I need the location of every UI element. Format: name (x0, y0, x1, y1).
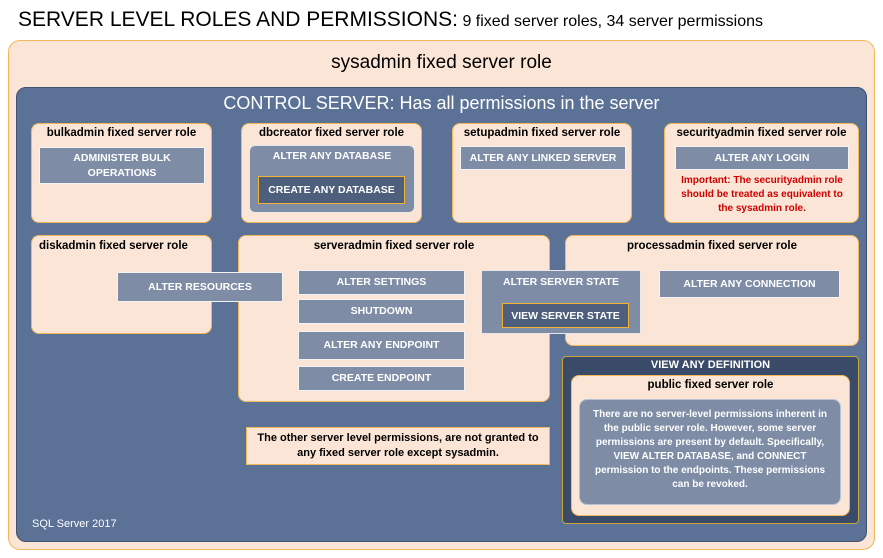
permission-alter-settings: ALTER SETTINGS (298, 270, 465, 295)
page-title: SERVER LEVEL ROLES AND PERMISSIONS: 9 fi… (18, 8, 763, 32)
diskadmin-role-title: diskadmin fixed server role (39, 240, 188, 252)
public-role-title: public fixed server role (647, 379, 774, 391)
permission-alter-any-connection: ALTER ANY CONNECTION (659, 270, 840, 298)
view-any-definition-label: VIEW ANY DEFINITION (650, 359, 771, 371)
permission-alter-resources: ALTER RESOURCES (117, 272, 283, 302)
other-permissions-note: The other server level permissions, are … (246, 427, 550, 465)
permission-shutdown: SHUTDOWN (298, 299, 465, 324)
title-main: SERVER LEVEL ROLES AND PERMISSIONS: (18, 8, 458, 31)
securityadmin-warning-note: Important: The securityadmin role should… (681, 175, 843, 214)
serveradmin-role-title: serveradmin fixed server role (313, 240, 475, 252)
control-server-label: CONTROL SERVER: Has all permissions in t… (223, 93, 660, 113)
sysadmin-role-label: sysadmin fixed server role (331, 52, 552, 73)
permission-administer-bulk-operations: ADMINISTER BULK OPERATIONS (39, 147, 205, 184)
securityadmin-role-box (664, 123, 859, 223)
dbcreator-role-title: dbcreator fixed server role (258, 127, 405, 139)
permission-alter-any-endpoint: ALTER ANY ENDPOINT (298, 331, 465, 360)
sql-server-version-label: SQL Server 2017 (32, 518, 117, 530)
permission-create-endpoint: CREATE ENDPOINT (298, 366, 465, 391)
permission-alter-any-linked-server: ALTER ANY LINKED SERVER (460, 146, 626, 170)
permission-alter-server-state: ALTER SERVER STATE (503, 276, 619, 288)
permission-alter-any-database: ALTER ANY DATABASE (272, 150, 392, 162)
processadmin-role-title: processadmin fixed server role (626, 240, 798, 252)
setupadmin-role-title: setupadmin fixed server role (463, 127, 621, 139)
title-sub: 9 fixed server roles, 34 server permissi… (458, 13, 763, 30)
permission-create-any-database: CREATE ANY DATABASE (258, 176, 405, 204)
securityadmin-role-title: securityadmin fixed server role (676, 127, 847, 139)
permission-alter-any-login: ALTER ANY LOGIN (675, 146, 849, 170)
permission-view-server-state: VIEW SERVER STATE (502, 303, 629, 328)
bulkadmin-role-title: bulkadmin fixed server role (46, 127, 197, 139)
public-role-note: There are no server-level permissions in… (579, 399, 841, 505)
setupadmin-role-box (452, 123, 632, 223)
